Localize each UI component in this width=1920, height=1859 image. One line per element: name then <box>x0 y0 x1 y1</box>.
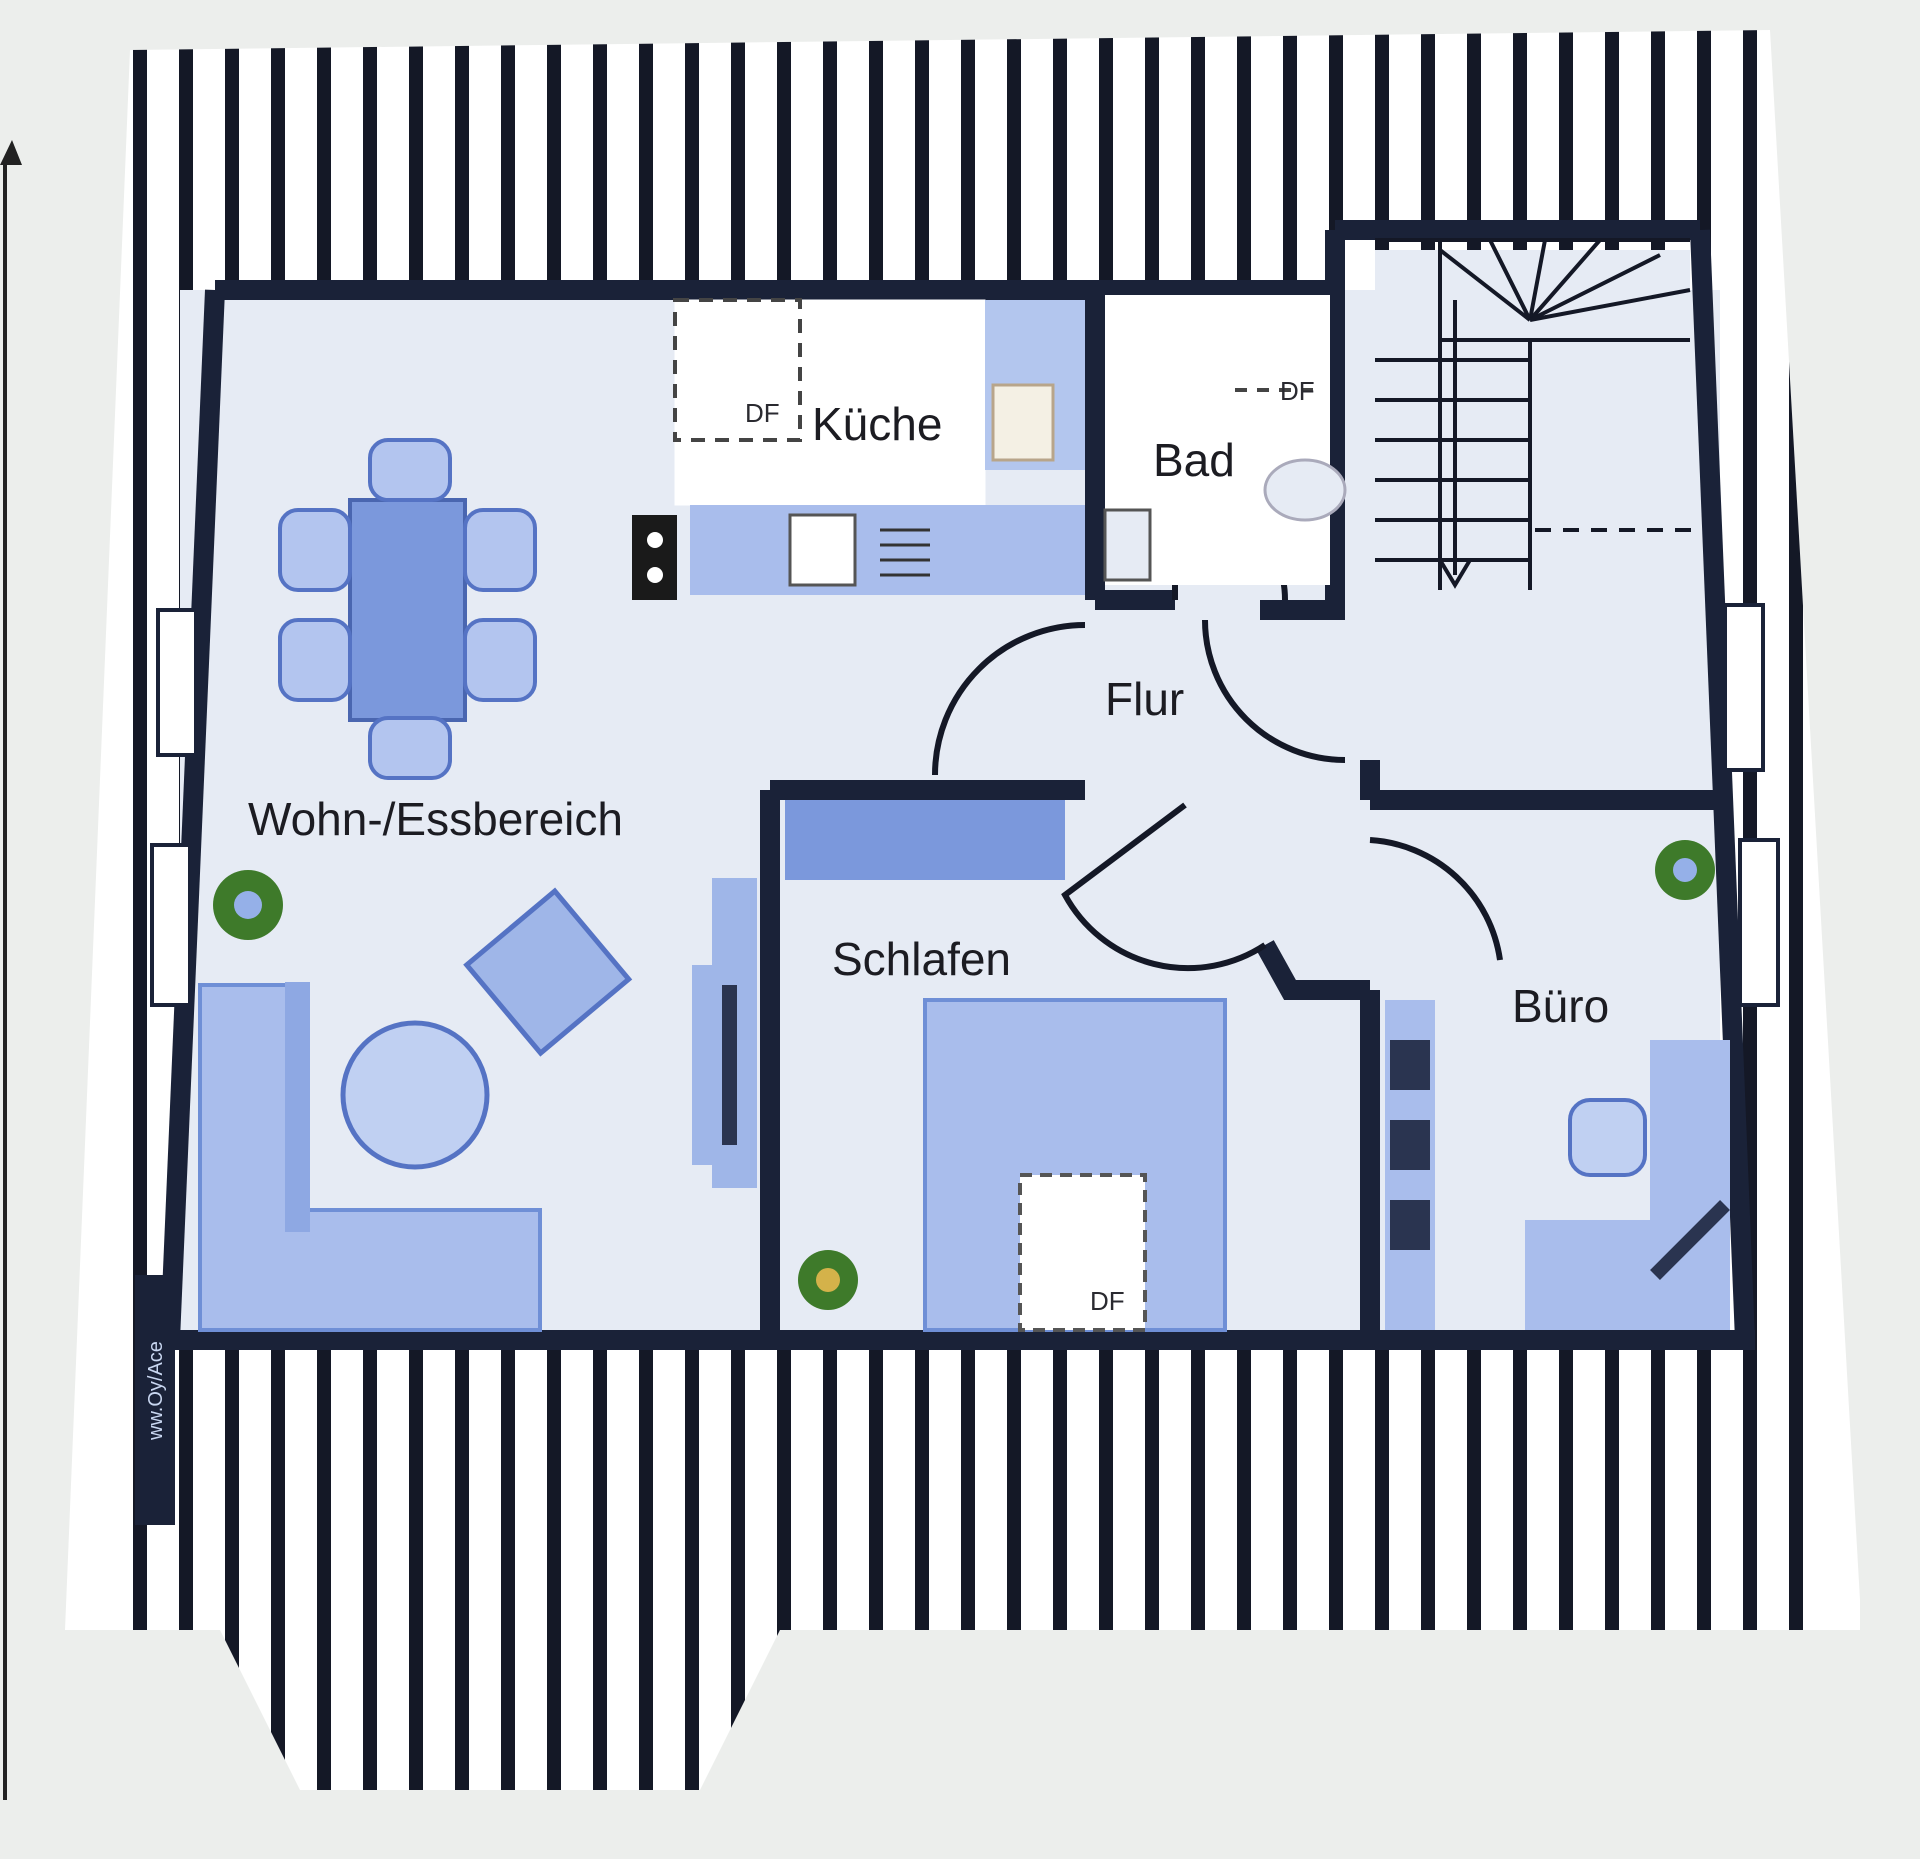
df-marker-kitchen: DF <box>745 398 780 428</box>
north-arrow-icon <box>0 140 22 165</box>
office-furniture <box>1385 1000 1730 1330</box>
walls <box>160 220 1755 1350</box>
kitchen-furniture <box>632 298 1085 600</box>
room-label-hall: Flur <box>1105 673 1184 725</box>
room-label-living: Wohn-/Essbereich <box>248 793 623 845</box>
windows <box>150 603 1780 1007</box>
plants <box>213 840 1715 1310</box>
room-label-bath: Bad <box>1153 434 1235 486</box>
room-label-kitchen: Küche <box>812 398 942 450</box>
room-label-office: Büro <box>1512 980 1609 1032</box>
bath-fixtures <box>1103 295 1347 585</box>
df-marker-bath: DF <box>1280 376 1315 406</box>
df-marker-bedroom: DF <box>1090 1286 1125 1316</box>
bedroom-furniture <box>785 800 1227 1332</box>
room-label-bedroom: Schlafen <box>832 933 1011 985</box>
living-furniture <box>198 878 757 1332</box>
copyright-strip <box>135 1275 175 1525</box>
copyright-text: ww.Oy/Ace <box>145 1341 167 1441</box>
dining-set <box>278 438 537 780</box>
staircase <box>1375 238 1700 590</box>
